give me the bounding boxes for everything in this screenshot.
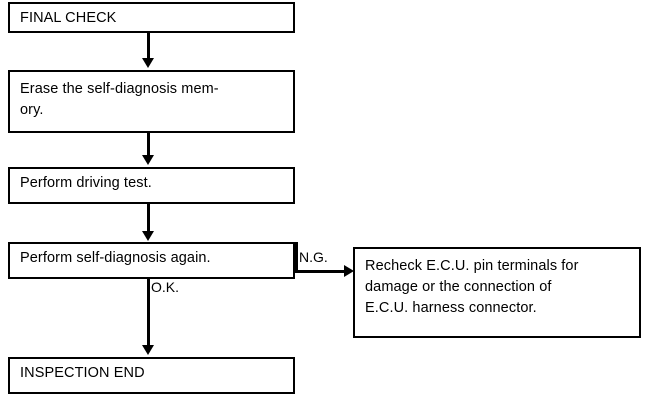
connector-final-check-to-erase (147, 33, 150, 60)
node-recheck-ecu-line-2: damage or the connection of (365, 279, 552, 295)
arrowhead-final-check-to-erase (142, 58, 154, 68)
node-inspection-end-line-1: INSPECTION END (20, 365, 145, 381)
node-driving-test: Perform driving test. (8, 167, 295, 204)
arrowhead-ng-to-recheck (344, 265, 354, 277)
node-driving-test-line-1: Perform driving test. (20, 175, 152, 191)
arrowhead-ok-to-inspection-end (142, 345, 154, 355)
node-self-diagnosis-again-line-1: Perform self-diagnosis again. (20, 250, 211, 266)
node-final-check-line-1: FINAL CHECK (20, 10, 117, 26)
edge-label-ok: O.K. (151, 279, 180, 295)
arrowhead-driving-test-to-self-diagnosis (142, 231, 154, 241)
connector-driving-test-to-self-diagnosis (147, 204, 150, 234)
connector-erase-to-driving-test (147, 133, 150, 157)
node-final-check: FINAL CHECK (8, 2, 295, 33)
connector-ok-to-inspection-end (147, 279, 150, 348)
arrowhead-erase-to-driving-test (142, 155, 154, 165)
node-recheck-ecu-line-3: E.C.U. harness connector. (365, 300, 537, 316)
edge-label-ng: N.G. (299, 249, 328, 265)
node-self-diagnosis-again: Perform self-diagnosis again. (8, 242, 295, 279)
node-erase-memory-line-1: Erase the self-diagnosis mem- (20, 81, 219, 97)
node-recheck-ecu: Recheck E.C.U. pin terminals for damage … (353, 247, 641, 338)
connector-ng-riser (295, 242, 298, 273)
node-erase-memory: Erase the self-diagnosis mem- ory. (8, 70, 295, 133)
connector-ng-to-recheck (295, 270, 347, 273)
node-inspection-end: INSPECTION END (8, 357, 295, 394)
node-erase-memory-line-2: ory. (20, 102, 44, 118)
node-recheck-ecu-line-1: Recheck E.C.U. pin terminals for (365, 258, 579, 274)
